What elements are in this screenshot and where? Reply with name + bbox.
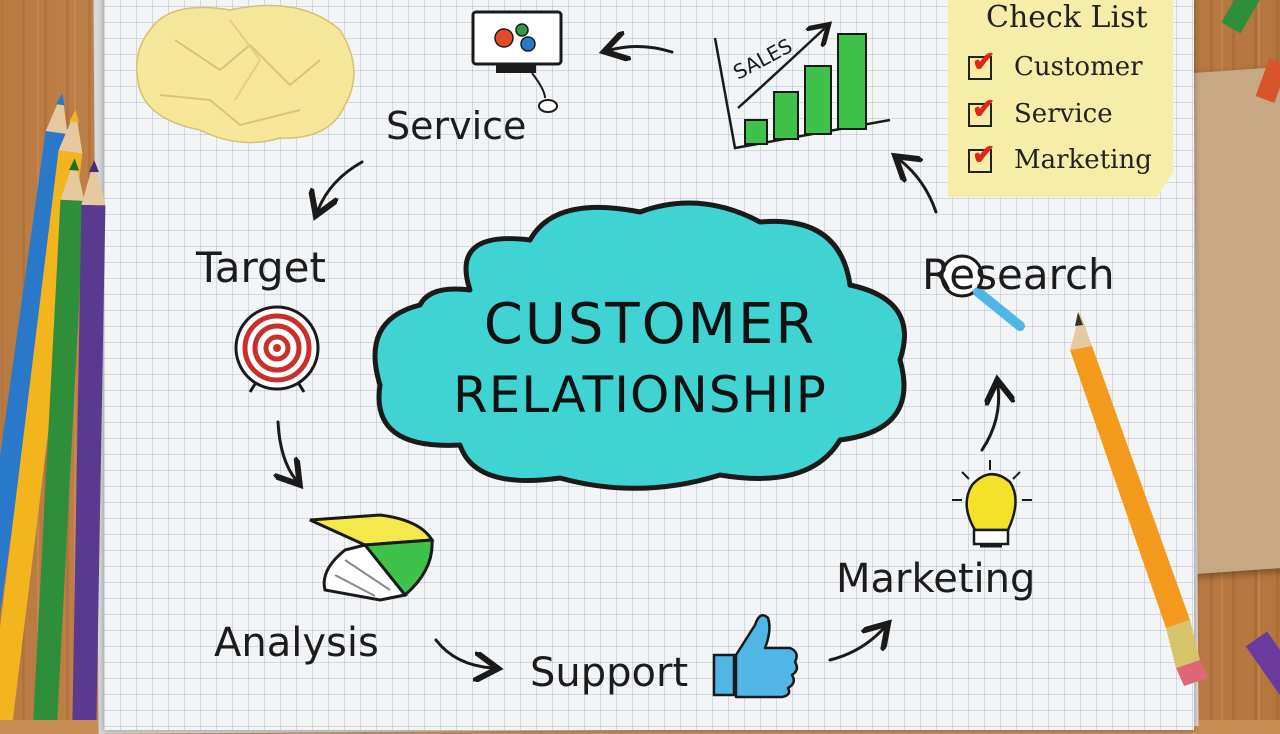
- checklist-item-label: Marketing: [1014, 145, 1152, 175]
- purple-pencil: [71, 160, 106, 720]
- target-icon: [234, 305, 320, 393]
- node-marketing: Marketing: [836, 556, 1036, 602]
- red-check-icon: ✔: [972, 138, 996, 171]
- arrow-marketing-to-research: [980, 386, 999, 452]
- green-pencil: [31, 158, 85, 720]
- arrow-research-to-sales: [900, 160, 938, 214]
- orange-pencil: [1070, 312, 1208, 686]
- node-target: Target: [196, 243, 326, 292]
- checklist-item-label: Customer: [1014, 52, 1143, 82]
- computer-gears-icon: [471, 10, 563, 113]
- arrow-analysis-to-support: [434, 638, 492, 668]
- arrow-service-to-target: [318, 160, 364, 210]
- checklist-sticky-note: [948, 0, 1173, 197]
- sales-bar-chart-icon: [713, 28, 891, 150]
- magnifying-glass-icon: [940, 254, 1025, 331]
- pie-chart-icon: [309, 513, 435, 602]
- arrow-support-to-marketing: [828, 628, 884, 662]
- sales-label: SALES: [729, 34, 796, 85]
- thumbs-up-icon: [712, 613, 799, 699]
- checklist-item: ✔ Service: [968, 95, 1113, 129]
- checklist-item: ✔ Marketing: [968, 141, 1152, 175]
- node-research: Research: [922, 250, 1115, 299]
- node-analysis: Analysis: [214, 620, 379, 666]
- purple-pencil-bottom-right: [1245, 631, 1280, 696]
- checklist-title: Check List: [986, 0, 1148, 35]
- checklist-item-label: Service: [1014, 99, 1113, 129]
- lightbulb-icon: [952, 460, 1032, 548]
- node-support: Support: [530, 650, 689, 696]
- red-check-icon: ✔: [972, 45, 996, 78]
- arrow-sales-to-service: [610, 46, 674, 52]
- red-check-icon: ✔: [972, 92, 996, 125]
- blue-pencil: [0, 92, 68, 720]
- checkbox-icon: ✔: [968, 48, 995, 80]
- green-pencil-top-right: [1221, 0, 1261, 34]
- checkbox-icon: ✔: [968, 95, 995, 127]
- central-topic-line2: RELATIONSHIP: [453, 366, 827, 424]
- arrow-target-to-analysis: [278, 420, 296, 480]
- checkbox-icon: ✔: [968, 141, 995, 173]
- central-topic-line1: CUSTOMER: [483, 292, 817, 357]
- node-service: Service: [386, 104, 527, 148]
- checklist-item: ✔ Customer: [968, 48, 1143, 82]
